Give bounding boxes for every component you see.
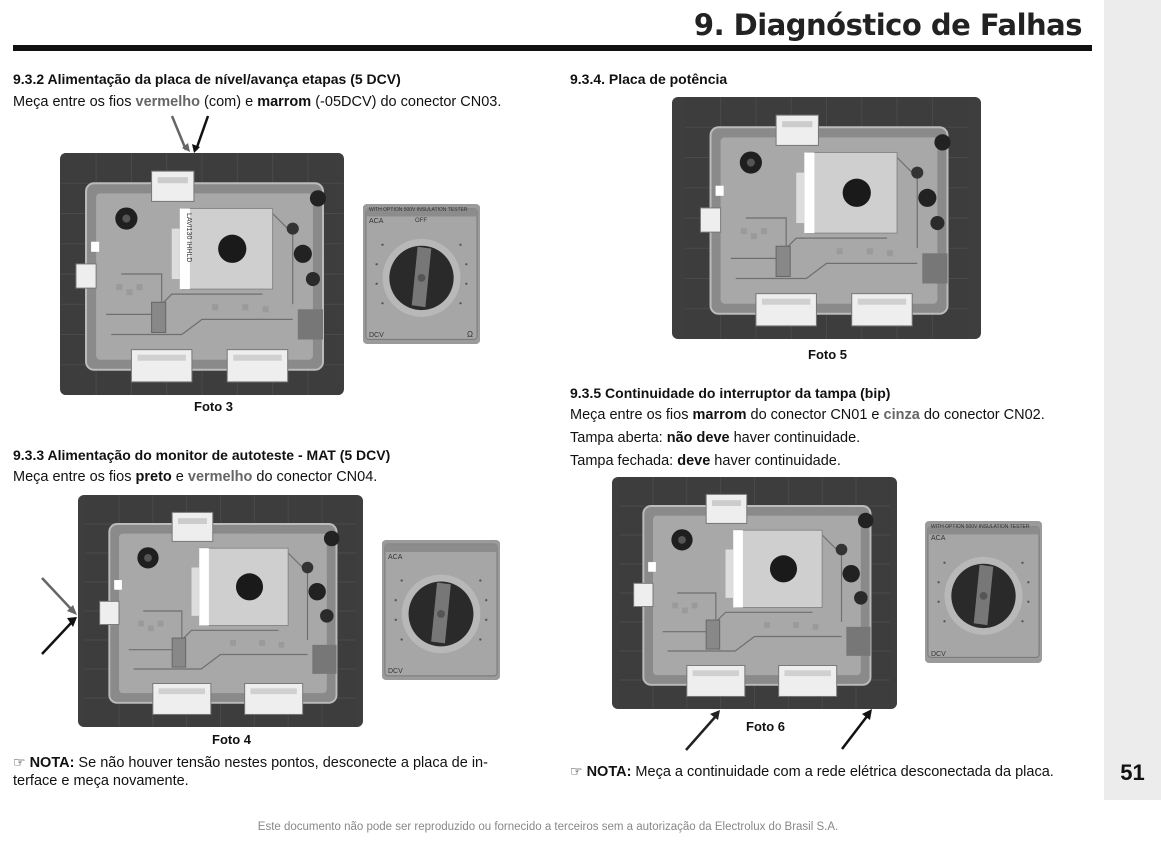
section-text-9-3-2: Meça entre os fios vermelho (com) e marr… bbox=[13, 94, 501, 110]
arrow-pair-icon bbox=[41, 577, 77, 655]
wire-red-label: vermelho bbox=[187, 469, 253, 485]
page-side-bar bbox=[1104, 0, 1161, 800]
note-label: NOTA: bbox=[586, 764, 632, 780]
wire-gray-label: cinza bbox=[883, 407, 920, 423]
photo-caption: Foto 5 bbox=[808, 347, 847, 362]
photo-6-board bbox=[612, 477, 897, 709]
meter-aca-label: ACA bbox=[931, 535, 946, 542]
meter-aca-label: ACA bbox=[369, 218, 384, 225]
wire-brown-label: marrom bbox=[692, 407, 747, 423]
meter-ohm-label: Ω bbox=[467, 330, 473, 339]
note-text: terface e meça novamente. bbox=[13, 773, 189, 789]
pointing-hand-icon: ☞ bbox=[570, 764, 583, 780]
arrow-up-right-icon bbox=[841, 709, 872, 750]
emphasis: não deve bbox=[666, 430, 730, 446]
text-span: haver continuidade. bbox=[710, 453, 841, 469]
circuit-board-image bbox=[78, 495, 363, 727]
multimeter-image bbox=[382, 540, 500, 680]
section-text-9-3-3: Meça entre os fios preto e vermelho do c… bbox=[13, 469, 377, 485]
text-span: Tampa fechada: bbox=[570, 453, 678, 469]
photo-4-multimeter: ACA DCV bbox=[382, 540, 500, 680]
section-heading-9-3-4: 9.3.4. Placa de potência bbox=[570, 71, 728, 87]
meter-top-label: WITH OPTION 500V INSULATION TESTER bbox=[931, 524, 1030, 530]
section-heading-9-3-3: 9.3.3 Alimentação do monitor de autotest… bbox=[13, 447, 391, 463]
note-right: ☞NOTA: Meça a continuidade com a rede el… bbox=[570, 763, 1100, 781]
note-label: NOTA: bbox=[29, 755, 75, 771]
text-span: Meça entre os fios bbox=[13, 94, 136, 110]
footer-disclaimer: Este documento não pode ser reproduzido … bbox=[257, 821, 839, 833]
photo-6-multimeter: WITH OPTION 500V INSULATION TESTER ACA D… bbox=[925, 521, 1042, 663]
text-span: Meça entre os fios bbox=[13, 469, 136, 485]
section-text-9-3-5: Meça entre os fios marrom do conector CN… bbox=[570, 407, 1045, 423]
lid-closed-text: Tampa fechada: deve haver continuidade. bbox=[570, 453, 841, 469]
wire-red-label: vermelho bbox=[135, 94, 200, 110]
multimeter-image bbox=[363, 204, 480, 344]
text-span: do conector CN01 e bbox=[746, 407, 884, 423]
circuit-board-image bbox=[60, 153, 344, 395]
meter-aca-label: ACA bbox=[388, 554, 403, 561]
text-span: haver continuidade. bbox=[729, 430, 861, 446]
wire-black-label: preto bbox=[135, 469, 172, 485]
photo-3-multimeter: WITH OPTION 500V INSULATION TESTER ACA O… bbox=[363, 204, 480, 344]
meter-dcv-label: DCV bbox=[388, 668, 403, 675]
arrow-up-right-icon bbox=[685, 710, 720, 751]
photo-3-board: LAVI130 IHHLD bbox=[60, 153, 344, 395]
meter-dcv-label: DCV bbox=[369, 332, 384, 339]
multimeter-image bbox=[925, 521, 1042, 663]
text-span: do conector CN04. bbox=[252, 469, 378, 485]
circuit-board-image bbox=[672, 97, 981, 339]
text-span: e bbox=[171, 469, 188, 485]
emphasis: deve bbox=[677, 453, 711, 469]
text-span: (-05DCV) do conector CN03. bbox=[311, 94, 502, 110]
note-text: Se não houver tensão nestes pontos, desc… bbox=[74, 755, 488, 771]
wire-brown-label: marrom bbox=[257, 94, 312, 110]
meter-off-label: OFF bbox=[415, 218, 427, 224]
photo-caption: Foto 4 bbox=[212, 732, 251, 747]
meter-top-label: WITH OPTION 500V INSULATION TESTER bbox=[369, 207, 468, 213]
section-heading-9-3-5: 9.3.5 Continuidade do interruptor da tam… bbox=[570, 385, 891, 401]
pointing-hand-icon: ☞ bbox=[13, 755, 26, 771]
arrow-pair-icon bbox=[170, 115, 210, 153]
text-span: Tampa aberta: bbox=[570, 430, 667, 446]
lid-open-text: Tampa aberta: não deve haver continuidad… bbox=[570, 430, 860, 446]
text-span: (com) e bbox=[199, 94, 258, 110]
section-heading-9-3-2: 9.3.2 Alimentação da placa de nível/avan… bbox=[13, 71, 401, 87]
note-text: Meça a continuidade com a rede elétrica … bbox=[631, 764, 1054, 780]
photo-5-board bbox=[672, 97, 981, 339]
board-label: LAVI130 IHHLD bbox=[185, 213, 192, 263]
note-left: ☞NOTA: Se não houver tensão nestes ponto… bbox=[13, 754, 533, 790]
text-span: Meça entre os fios bbox=[570, 407, 693, 423]
photo-caption: Foto 6 bbox=[746, 719, 785, 734]
page-number: 51 bbox=[1120, 760, 1145, 785]
header-rule bbox=[13, 45, 1092, 51]
meter-dcv-label: DCV bbox=[931, 651, 946, 658]
photo-4-board bbox=[78, 495, 363, 727]
circuit-board-image bbox=[612, 477, 897, 709]
photo-caption: Foto 3 bbox=[194, 399, 233, 414]
text-span: do conector CN02. bbox=[919, 407, 1045, 423]
chapter-title: 9. Diagnóstico de Falhas bbox=[693, 8, 1083, 42]
